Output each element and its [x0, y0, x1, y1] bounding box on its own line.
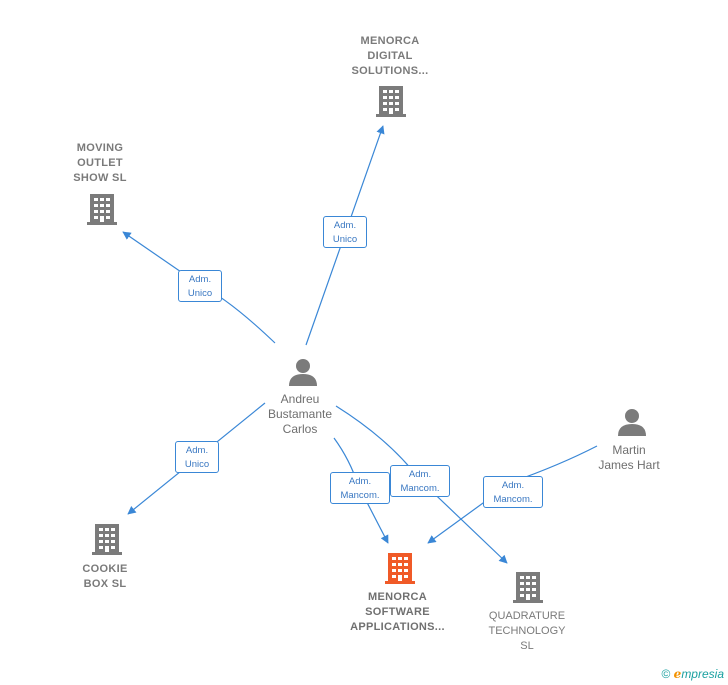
edge-label-adm-unico: Adm. Unico — [175, 441, 219, 473]
node-label-line: SOLUTIONS... — [351, 65, 429, 77]
brand-name: mpresia — [681, 667, 724, 681]
copyright-symbol: © — [661, 667, 671, 681]
edge-label-line: Mancom. — [493, 494, 533, 505]
edge-label-line: Adm. — [188, 274, 212, 285]
edge-label-line: Adm. — [501, 480, 525, 491]
node-label-line: SOFTWARE — [365, 606, 430, 618]
edge-label-line: Unico — [184, 459, 210, 470]
person-icon — [618, 409, 646, 436]
edge-label-line: Adm. — [333, 220, 357, 231]
company-node-quadrature[interactable]: QUADRATURE TECHNOLOGY SL — [475, 609, 579, 654]
person-node-andreu[interactable]: Andreu Bustamante Carlos — [250, 392, 350, 437]
edge-label-adm-unico: Adm. Unico — [323, 216, 367, 248]
edge-label-line: Adm. — [408, 469, 432, 480]
edge-label-adm-mancom: Adm. Mancom. — [390, 465, 450, 497]
edge-label-adm-unico: Adm. Unico — [178, 270, 222, 302]
node-label-line: OUTLET — [77, 157, 123, 169]
company-node-menorca-software[interactable]: MENORCA SOFTWARE APPLICATIONS... — [335, 590, 460, 635]
node-label-line: Andreu — [280, 392, 320, 406]
brand-watermark: © empresia — [661, 667, 724, 681]
edge-label-line: Unico — [187, 288, 213, 299]
node-label-line: James Hart — [598, 458, 660, 472]
node-label-line: Martin — [612, 443, 646, 457]
building-icon — [513, 572, 543, 603]
node-label-line: TECHNOLOGY — [488, 625, 566, 637]
edge-label-line: Mancom. — [400, 483, 440, 494]
brand-initial: e — [673, 667, 682, 681]
node-label-line: QUADRATURE — [488, 610, 566, 622]
edge-label-line: Unico — [332, 234, 358, 245]
company-node-menorca-digital[interactable]: MENORCA DIGITAL SOLUTIONS... — [335, 34, 445, 79]
node-label-line: Carlos — [282, 422, 318, 436]
building-icon — [385, 553, 415, 584]
node-label-line: Bustamante — [267, 407, 333, 421]
edge-label-line: Adm. — [348, 476, 372, 487]
node-label-line: SL — [520, 640, 534, 652]
person-node-martin[interactable]: Martin James Hart — [584, 443, 674, 473]
person-icon — [289, 359, 317, 386]
node-label-line: APPLICATIONS... — [350, 621, 445, 633]
node-label-line: BOX SL — [83, 578, 127, 590]
building-icon — [87, 194, 117, 225]
node-label-line: MENORCA — [360, 35, 420, 47]
edge-label-line: Adm. — [185, 445, 209, 456]
building-icon — [376, 86, 406, 117]
node-label-line: SHOW SL — [73, 172, 127, 184]
building-icon — [92, 524, 122, 555]
edge-label-adm-mancom: Adm. Mancom. — [330, 472, 390, 504]
node-label-line: MOVING — [76, 142, 124, 154]
edge-label-line: Mancom. — [340, 490, 380, 501]
company-node-moving-outlet[interactable]: MOVING OUTLET SHOW SL — [55, 141, 145, 186]
edge-label-adm-mancom: Adm. Mancom. — [483, 476, 543, 508]
node-label-line: DIGITAL — [367, 50, 413, 62]
company-node-cookie-box[interactable]: COOKIE BOX SL — [65, 562, 145, 592]
node-label-line: COOKIE — [82, 563, 128, 575]
node-label-line: MENORCA — [368, 591, 427, 603]
